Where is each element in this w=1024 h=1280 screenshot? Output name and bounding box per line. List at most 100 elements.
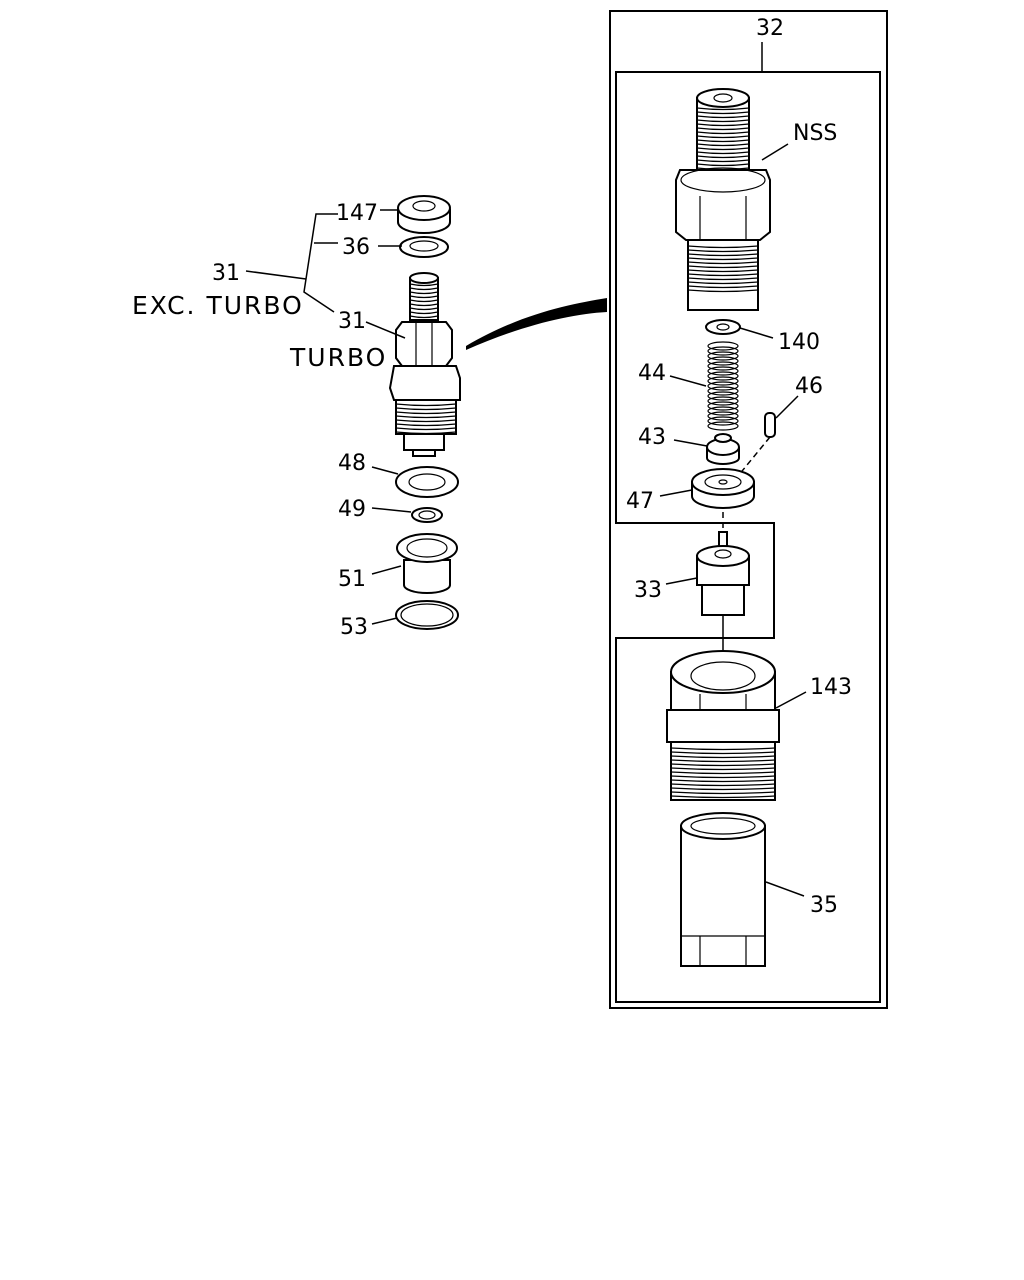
label-43: 43 [638, 425, 666, 450]
thread-line [687, 249, 759, 253]
left-leader-lines [245, 209, 412, 625]
thread-line [395, 403, 457, 407]
thread-line [696, 151, 750, 155]
spring-coil [707, 371, 739, 381]
label-51: 51 [338, 567, 366, 592]
thread-line [670, 779, 776, 783]
spring-coil [707, 391, 739, 401]
label-140: 140 [778, 330, 820, 355]
thread-line [687, 281, 759, 285]
thread-line [670, 775, 776, 779]
thread-line [409, 287, 439, 291]
thread-line [395, 415, 457, 419]
thread-line [696, 115, 750, 119]
thread-line [409, 311, 439, 315]
spring-coil [707, 376, 739, 386]
thread-line [696, 139, 750, 143]
thread-line [670, 747, 776, 751]
thread-line [696, 159, 750, 163]
spring-coil [707, 356, 739, 366]
thread-line [409, 295, 439, 299]
thread-line [670, 763, 776, 767]
inner-frame [615, 71, 881, 1003]
thread-line [670, 783, 776, 787]
thread-line [670, 751, 776, 755]
thread-line [696, 123, 750, 127]
label-53: 53 [340, 615, 368, 640]
spring-coil [707, 366, 739, 376]
thread-line [670, 791, 776, 795]
spring-coil [707, 406, 739, 416]
part-51-sleeve [396, 533, 458, 594]
thread-line [395, 419, 457, 423]
thread-line [696, 143, 750, 147]
thread-line [696, 135, 750, 139]
thread-line [409, 315, 439, 319]
thread-line [687, 257, 759, 261]
part-53-oring [395, 600, 459, 630]
spring-coil [707, 416, 739, 426]
label-31-exc: 31 [212, 261, 240, 286]
part-143-retaining-nut [666, 650, 780, 801]
part-47-distance-piece [691, 468, 755, 509]
outer-frame-32 [609, 10, 888, 1009]
label-35: 35 [810, 893, 838, 918]
label-33: 33 [634, 578, 662, 603]
thread-line [395, 411, 457, 415]
thread-line [687, 285, 759, 289]
spring-coil [707, 381, 739, 391]
connector-swoosh [466, 298, 607, 350]
thread-line [696, 119, 750, 123]
spring-coil [707, 421, 739, 431]
part-46-pin [737, 412, 776, 477]
spring-coil [707, 411, 739, 421]
thread-line [670, 771, 776, 775]
part-147-nut [397, 195, 451, 234]
thread-line [696, 111, 750, 115]
thread-line [409, 307, 439, 311]
spring-coil [707, 361, 739, 371]
thread-line [670, 759, 776, 763]
part-31-injector-holder [388, 272, 461, 457]
right-leader-lines [659, 143, 807, 897]
label-36: 36 [342, 235, 370, 260]
thread-line [687, 273, 759, 277]
part-labels: 147 36 31 EXC. TURBO 31 TURBO 48 49 51 5… [132, 16, 852, 918]
label-46: 46 [795, 374, 823, 399]
thread-line [409, 283, 439, 287]
label-exc-turbo: EXC. TURBO [132, 291, 304, 320]
spring-coil [707, 386, 739, 396]
label-48: 48 [338, 451, 366, 476]
part-33-nozzle [696, 531, 750, 616]
thread-line [687, 265, 759, 269]
part-48-gasket [395, 466, 459, 498]
thread-line [670, 787, 776, 791]
part-nss-holder [675, 88, 771, 311]
thread-line [696, 147, 750, 151]
thread-line [696, 127, 750, 131]
thread-line [409, 299, 439, 303]
thread-line [395, 427, 457, 431]
thread-line [670, 755, 776, 759]
spring-coil [707, 401, 739, 411]
thread-line [687, 245, 759, 249]
label-44: 44 [638, 361, 666, 386]
part-43-spring-seat [706, 433, 740, 465]
label-49: 49 [338, 497, 366, 522]
spring-coil [707, 351, 739, 361]
part-44-spring [707, 341, 739, 431]
part-35-sleeve [680, 812, 766, 967]
label-147: 147 [336, 201, 378, 226]
thread-line [696, 107, 750, 111]
label-32: 32 [756, 16, 784, 41]
thread-line [687, 261, 759, 265]
thread-line [696, 163, 750, 167]
spring-coil [707, 346, 739, 356]
label-47: 47 [626, 489, 654, 514]
thread-line [670, 767, 776, 771]
thread-line [409, 291, 439, 295]
part-49-ring [411, 507, 443, 523]
label-nss: NSS [793, 121, 837, 146]
thread-line [687, 253, 759, 257]
